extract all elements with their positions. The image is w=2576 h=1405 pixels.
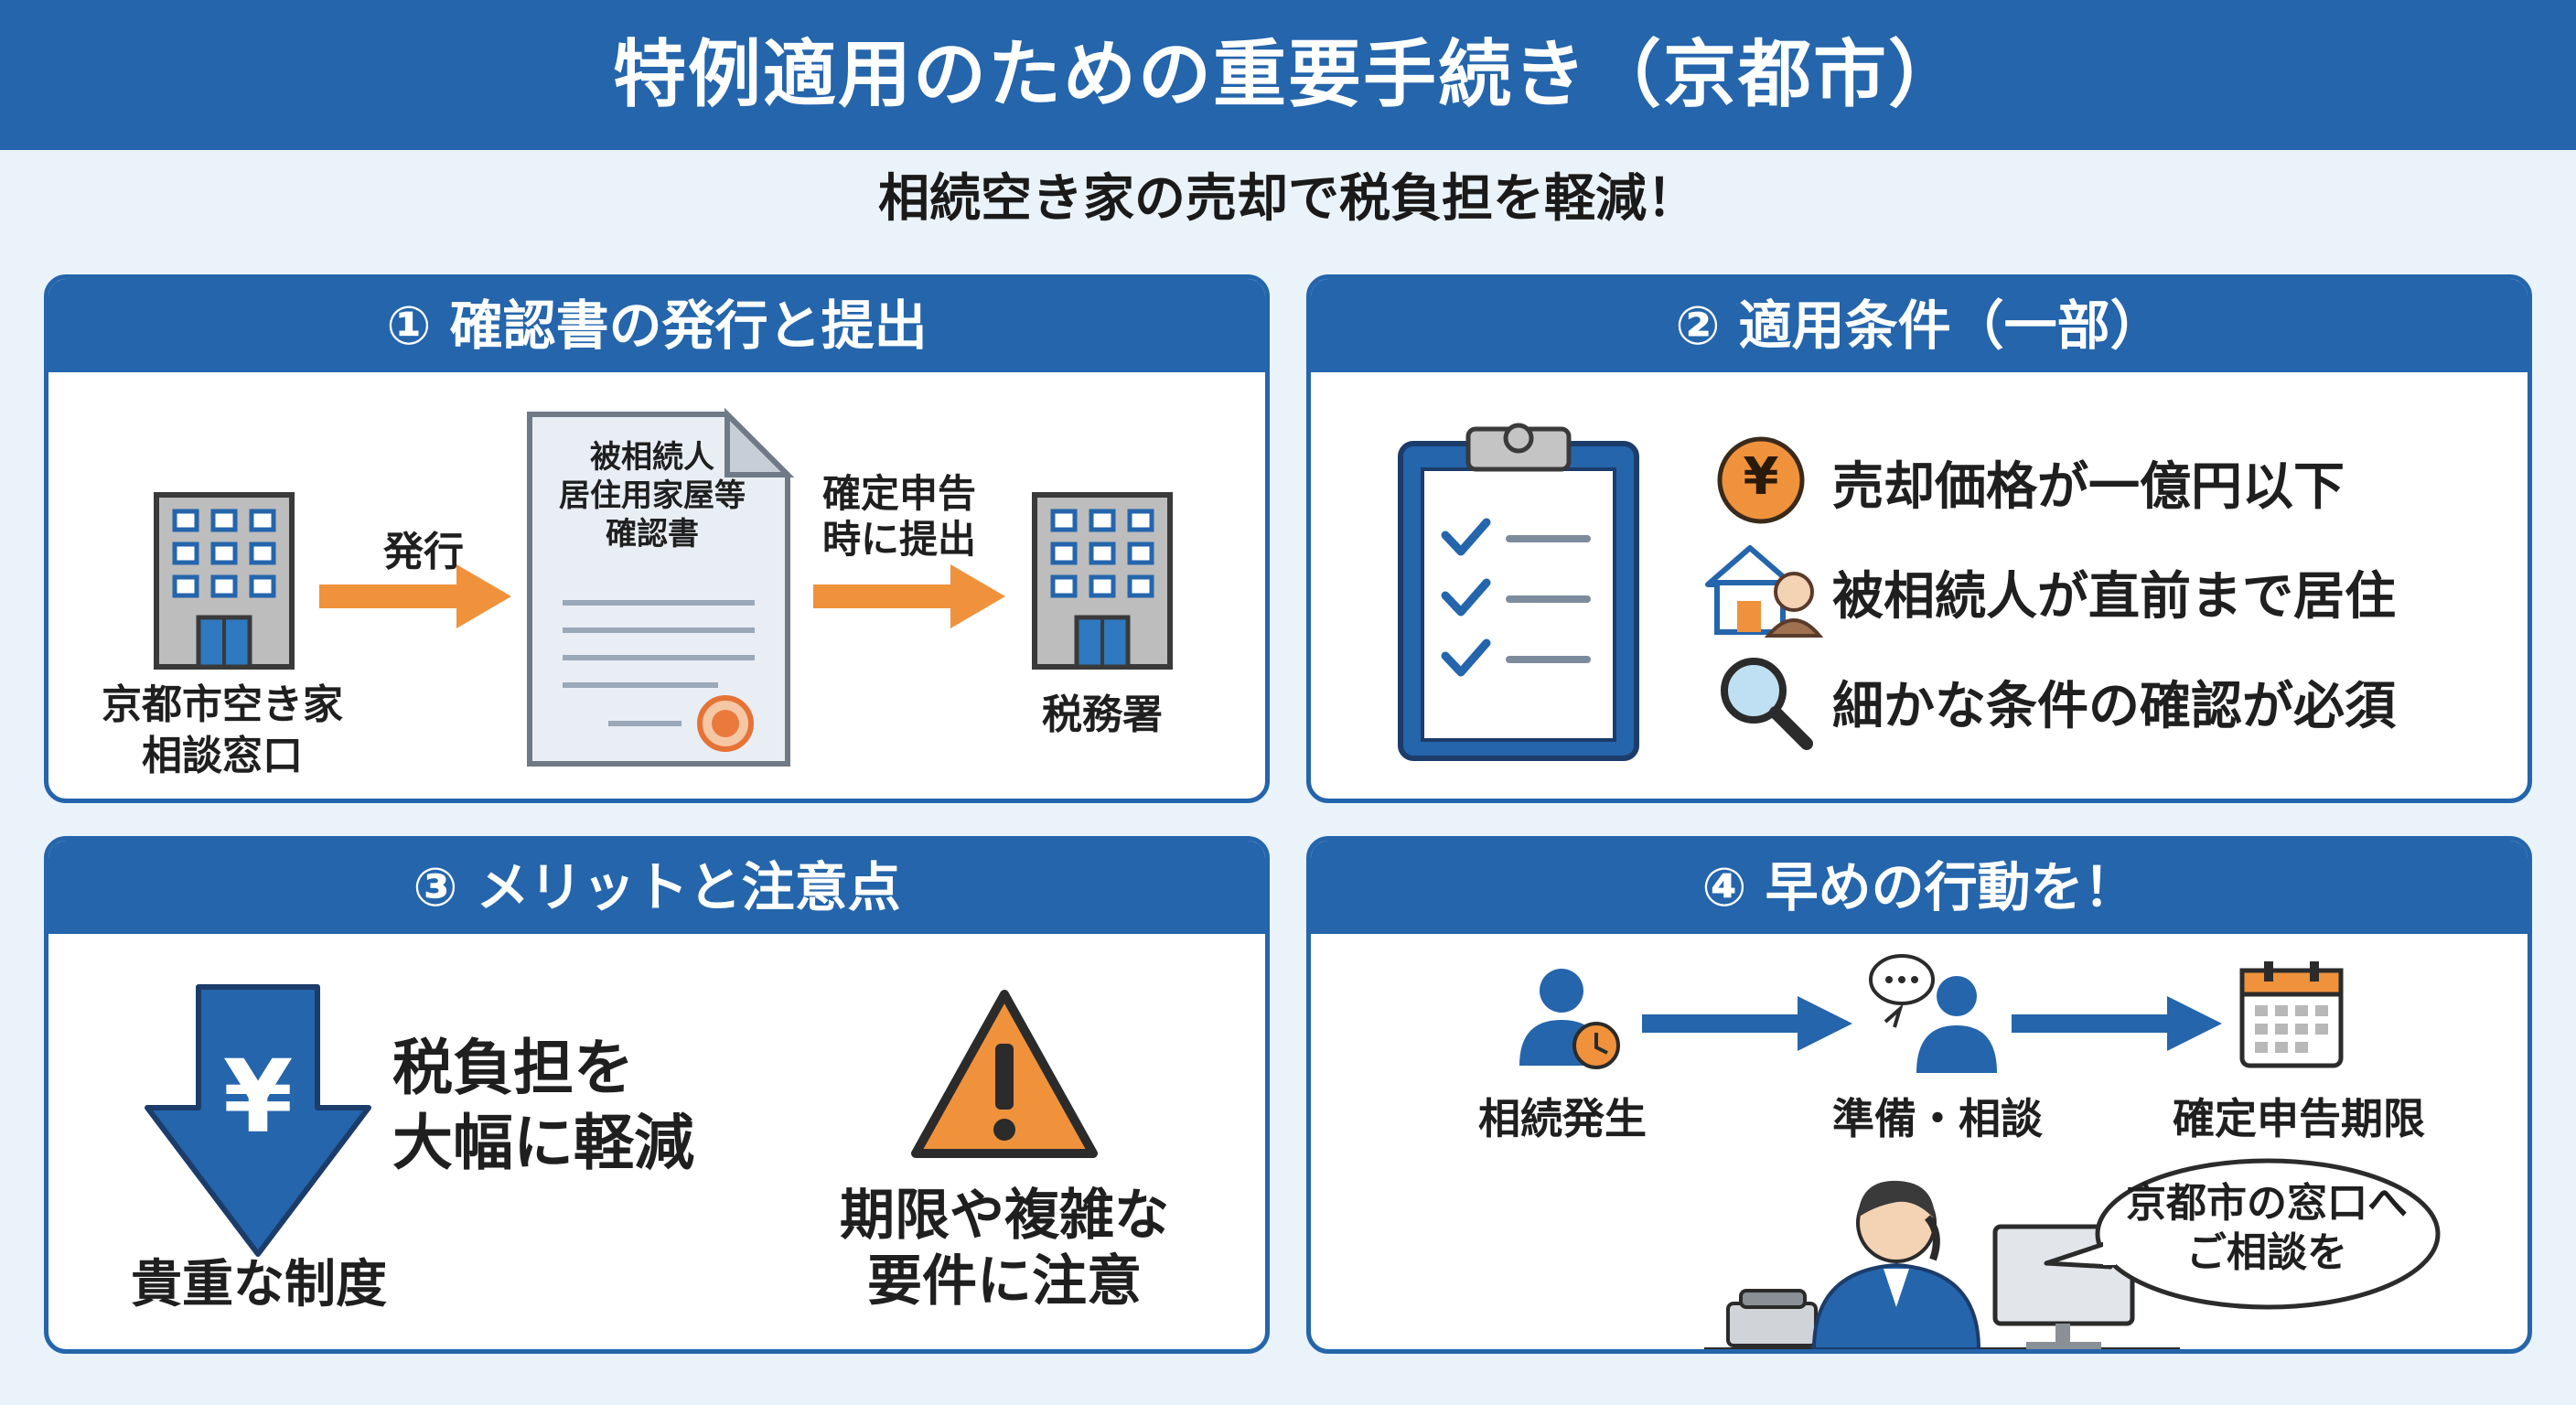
- page-title: 特例適用のための重要手続き（京都市）: [613, 32, 1963, 117]
- arrow-submit-label: 確定申告 時に提出: [808, 471, 991, 563]
- warning-icon: [911, 990, 1098, 1158]
- panel-action: ④ 早めの行動を！ 相続発生 準備・相談 確定申告期限: [1306, 836, 2532, 1354]
- panel-title: ③ メリットと注意点: [48, 841, 1265, 934]
- bubble-text-line1: 京都市の窓口へ: [2126, 1180, 2408, 1227]
- condition-item: 被相続人が直前まで居住: [1832, 567, 2396, 627]
- condition-item: 細かな条件の確認が必須: [1832, 677, 2396, 736]
- tax-office-building-icon: [1032, 492, 1173, 670]
- office-label: 京都市空き家 相談窓口: [67, 680, 378, 782]
- bubble-text-line2: ご相談を: [2186, 1229, 2347, 1276]
- condition-item: 売却価格が一億円以下: [1832, 457, 2345, 517]
- step-label: 準備・相談: [1832, 1094, 2043, 1143]
- arrow-submit-label-line1: 確定申告: [821, 471, 976, 516]
- warning-text-line2: 要件に注意: [867, 1249, 1142, 1314]
- page-subtitle: 相続空き家の売却で税負担を軽減！: [878, 169, 1698, 229]
- calendar-icon: [2239, 961, 2344, 1068]
- person-chat-icon: [1869, 954, 1997, 1073]
- person-clock-icon: [1519, 969, 1620, 1069]
- office-label-line2: 相談窓口: [142, 733, 303, 779]
- yen-symbol: ¥: [222, 1038, 294, 1155]
- clipboard-icon: [1398, 423, 1639, 761]
- step-label: 確定申告期限: [2173, 1094, 2425, 1143]
- merit-text: 税負担を 大幅に軽減: [392, 1031, 777, 1181]
- panel-title: ④ 早めの行動を！: [1311, 841, 2528, 934]
- down-arrow-icon: [145, 984, 371, 1257]
- office-label-line1: 京都市空き家: [102, 681, 343, 728]
- bubble-text: 京都市の窓口へ ご相談を: [2107, 1179, 2427, 1278]
- document-title-line1: 被相続人: [590, 439, 714, 476]
- house-elder-icon: [1705, 545, 1824, 638]
- yen-symbol: ¥: [1743, 447, 1779, 507]
- panel-title: ① 確認書の発行と提出: [48, 279, 1265, 372]
- step-label: 相続発生: [1478, 1094, 1647, 1143]
- document-title-line3: 確認書: [606, 516, 699, 552]
- arrow-right-icon: [813, 564, 1005, 628]
- document-title: 被相続人 居住用家屋等 確認書: [533, 438, 771, 553]
- tax-office-label: 税務署: [1042, 692, 1163, 738]
- panel-certificate: ① 確認書の発行と提出 京都市空き家 相談窓口 発行: [44, 274, 1270, 803]
- merit-caption: 貴重な制度: [131, 1255, 387, 1314]
- header-bar: [0, 0, 2576, 150]
- building-icon: [154, 492, 295, 670]
- yen-coin-icon: [1717, 436, 1805, 524]
- merit-text-line1: 税負担を: [392, 1033, 634, 1103]
- arrow-issue-label: 発行: [383, 529, 464, 575]
- warning-text: 期限や複雑な 要件に注意: [808, 1183, 1201, 1314]
- document-icon: [527, 407, 795, 767]
- panel-conditions: ② 適用条件（一部） ¥ 売却価格が一億円以下 被相続人が直前まで居住: [1306, 274, 2532, 803]
- consultant-illustration: [1704, 1180, 2180, 1349]
- arrow-right-icon: [319, 564, 511, 628]
- warning-text-line1: 期限や複雑な: [840, 1184, 1169, 1248]
- speech-bubble: [2044, 1158, 2441, 1310]
- arrow-right-icon: [2012, 996, 2222, 1051]
- panel-title: ② 適用条件（一部）: [1311, 279, 2528, 372]
- merit-text-line2: 大幅に軽減: [392, 1108, 694, 1178]
- arrow-right-icon: [1642, 996, 1852, 1051]
- document-title-line2: 居住用家屋等: [559, 477, 746, 514]
- arrow-submit-label-line2: 時に提出: [821, 517, 976, 562]
- panel-merits: ③ メリットと注意点 ¥ 貴重な制度 税負担を 大幅に軽減 期限や複雑な 要件に…: [44, 836, 1270, 1354]
- magnifier-icon: [1721, 658, 1813, 750]
